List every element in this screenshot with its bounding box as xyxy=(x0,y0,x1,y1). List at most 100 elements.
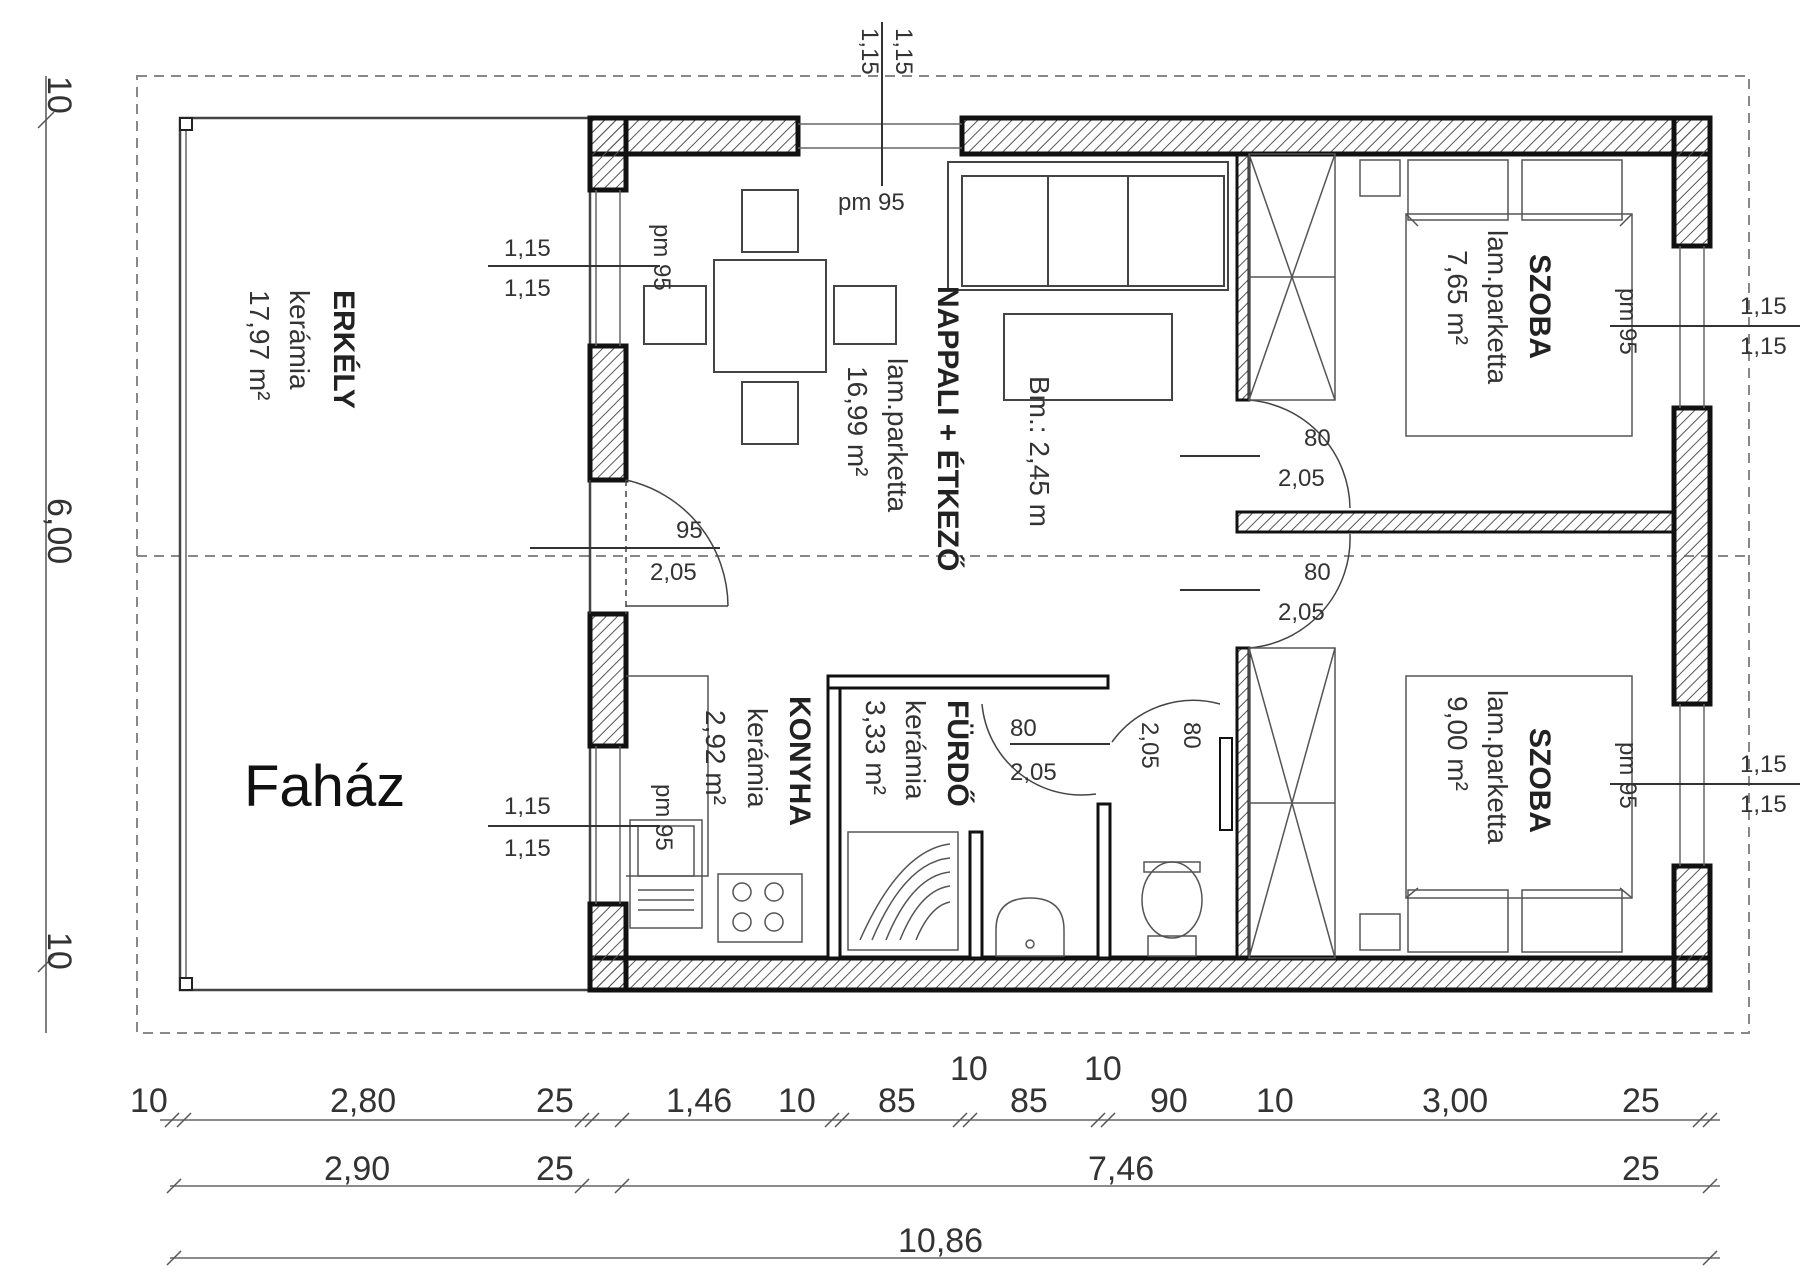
ceiling-height: Bm.: 2,45 m xyxy=(1024,376,1055,527)
door-room2-width: 80 xyxy=(1304,559,1331,586)
room-area-nappali: 16,99 m² xyxy=(842,366,873,477)
door-wc-height: 2,05 xyxy=(1136,722,1163,769)
dim1-9: 90 xyxy=(1150,1082,1188,1120)
dim1-1: 2,80 xyxy=(330,1082,396,1120)
vertical-dimension xyxy=(37,76,55,1033)
dim2-1: 25 xyxy=(536,1150,574,1188)
dimension-tick xyxy=(574,1178,590,1194)
window-right1-parapet: pm 95 xyxy=(1614,288,1641,355)
room-szoba2: SZOBA lam.parketta 9,00 m² xyxy=(1442,690,1556,844)
room-area-erkely: 17,97 m² xyxy=(244,290,275,401)
room-name-furdo: FÜRDŐ xyxy=(941,700,975,807)
dim-row3: 10,86 xyxy=(898,1222,983,1260)
window-right2-width: 1,15 xyxy=(1740,751,1787,778)
dim3-0: 10,86 xyxy=(898,1222,983,1260)
caption: Faház xyxy=(244,754,405,819)
dim1-12: 25 xyxy=(1622,1082,1660,1120)
room-doors xyxy=(981,399,1351,796)
door-bath-height: 2,05 xyxy=(1010,759,1057,786)
dim1-8: 10 xyxy=(1084,1050,1122,1088)
sofa xyxy=(947,161,1229,291)
bed-top xyxy=(1359,159,1633,437)
room-area-konyha: 2,92 m² xyxy=(700,710,731,805)
room-name-nappali: NAPPALI + ÉTKEZŐ xyxy=(931,286,965,571)
window-top-parapet: pm 95 xyxy=(838,189,905,216)
room-szoba1: SZOBA lam.parketta 7,65 m² xyxy=(1442,230,1556,384)
dimension-tick xyxy=(1702,1178,1718,1194)
dim1-10: 10 xyxy=(1256,1082,1294,1120)
door-entry-width: 95 xyxy=(676,517,703,544)
dim1-5: 85 xyxy=(878,1082,916,1120)
balcony-post-tl xyxy=(179,117,193,131)
leader-lines xyxy=(488,22,1800,827)
door-room2-height: 2,05 xyxy=(1278,599,1325,626)
dimension-rows xyxy=(160,1119,1720,1259)
room-name-erkely: ERKÉLY xyxy=(327,290,361,409)
dim1-11: 3,00 xyxy=(1422,1082,1488,1120)
balcony-post-bl xyxy=(179,977,193,991)
dimension-tick xyxy=(1702,1112,1718,1128)
dining-table xyxy=(643,189,897,445)
sink xyxy=(995,897,1065,957)
room-floor-szoba2: lam.parketta xyxy=(1482,690,1513,844)
room-area-szoba1: 7,65 m² xyxy=(1442,250,1473,345)
coffee-table xyxy=(1003,313,1173,401)
dimension-tick xyxy=(952,1112,968,1128)
dim2-2: 7,46 xyxy=(1088,1150,1154,1188)
room-floor-konyha: kerámia xyxy=(742,708,773,808)
interior-walls xyxy=(826,152,1676,960)
toilet xyxy=(1141,861,1203,957)
dimension-tick xyxy=(1692,1112,1708,1128)
door-wc-width: 80 xyxy=(1178,722,1205,749)
dim-row1: 10 2,80 25 1,46 10 85 10 85 10 90 10 3,0… xyxy=(130,1050,1660,1120)
exterior-walls xyxy=(587,115,1713,993)
vdim-top: 10 xyxy=(40,76,78,114)
window-left1-width: 1,15 xyxy=(504,235,551,262)
window-right2-parapet: pm 95 xyxy=(1614,742,1641,809)
room-furdo: FÜRDŐ kerámia 3,33 m² xyxy=(860,700,975,807)
wardrobe-bottom xyxy=(1248,647,1336,959)
dimension-tick xyxy=(824,1112,840,1128)
dim1-7: 85 xyxy=(1010,1082,1048,1120)
dimension-ticks xyxy=(164,1112,1718,1266)
dim1-3: 1,46 xyxy=(666,1082,732,1120)
dimension-tick xyxy=(166,1178,182,1194)
window-right1-height: 1,15 xyxy=(1740,333,1787,360)
window-top-width: 1,15 xyxy=(856,28,883,75)
window-right2-height: 1,15 xyxy=(1740,791,1787,818)
dim1-4: 10 xyxy=(778,1082,816,1120)
window-left1-parapet: pm 95 xyxy=(648,224,675,291)
dimension-tick xyxy=(176,1112,192,1128)
dimension-tick xyxy=(614,1178,630,1194)
door-room1-width: 80 xyxy=(1304,425,1331,452)
dimension-tick xyxy=(164,1112,180,1128)
dim1-6: 10 xyxy=(950,1050,988,1088)
window-left2-height: 1,15 xyxy=(504,835,551,862)
dimension-tick xyxy=(834,1112,850,1128)
room-name-szoba1: SZOBA xyxy=(1523,254,1556,359)
room-floor-erkely: kerámia xyxy=(284,290,315,390)
dimension-tick xyxy=(1090,1112,1106,1128)
dimension-tick xyxy=(962,1112,978,1128)
balcony-outline xyxy=(178,116,592,992)
dim-row2: 2,90 25 7,46 25 xyxy=(324,1150,1660,1188)
vdim-bottom: 10 xyxy=(40,932,78,970)
bed-bottom xyxy=(1359,675,1633,953)
dimension-tick xyxy=(584,1112,600,1128)
room-floor-szoba1: lam.parketta xyxy=(1482,230,1513,384)
window-top-height: 1,15 xyxy=(890,28,917,75)
dim2-3: 25 xyxy=(1622,1150,1660,1188)
dim2-0: 2,90 xyxy=(324,1150,390,1188)
dimension-tick xyxy=(1702,1250,1718,1266)
room-name-konyha: KONYHA xyxy=(783,696,816,826)
window-left2-parapet: pm 95 xyxy=(650,784,677,851)
room-floor-furdo: kerámia xyxy=(900,700,931,800)
room-name-szoba2: SZOBA xyxy=(1523,728,1556,833)
room-erkely: ERKÉLY kerámia 17,97 m² xyxy=(244,290,361,409)
shower-tray xyxy=(847,831,959,951)
door-room1-height: 2,05 xyxy=(1278,465,1325,492)
dimension-tick xyxy=(1100,1112,1116,1128)
window-left2-width: 1,15 xyxy=(504,793,551,820)
dim1-0: 10 xyxy=(130,1082,168,1120)
